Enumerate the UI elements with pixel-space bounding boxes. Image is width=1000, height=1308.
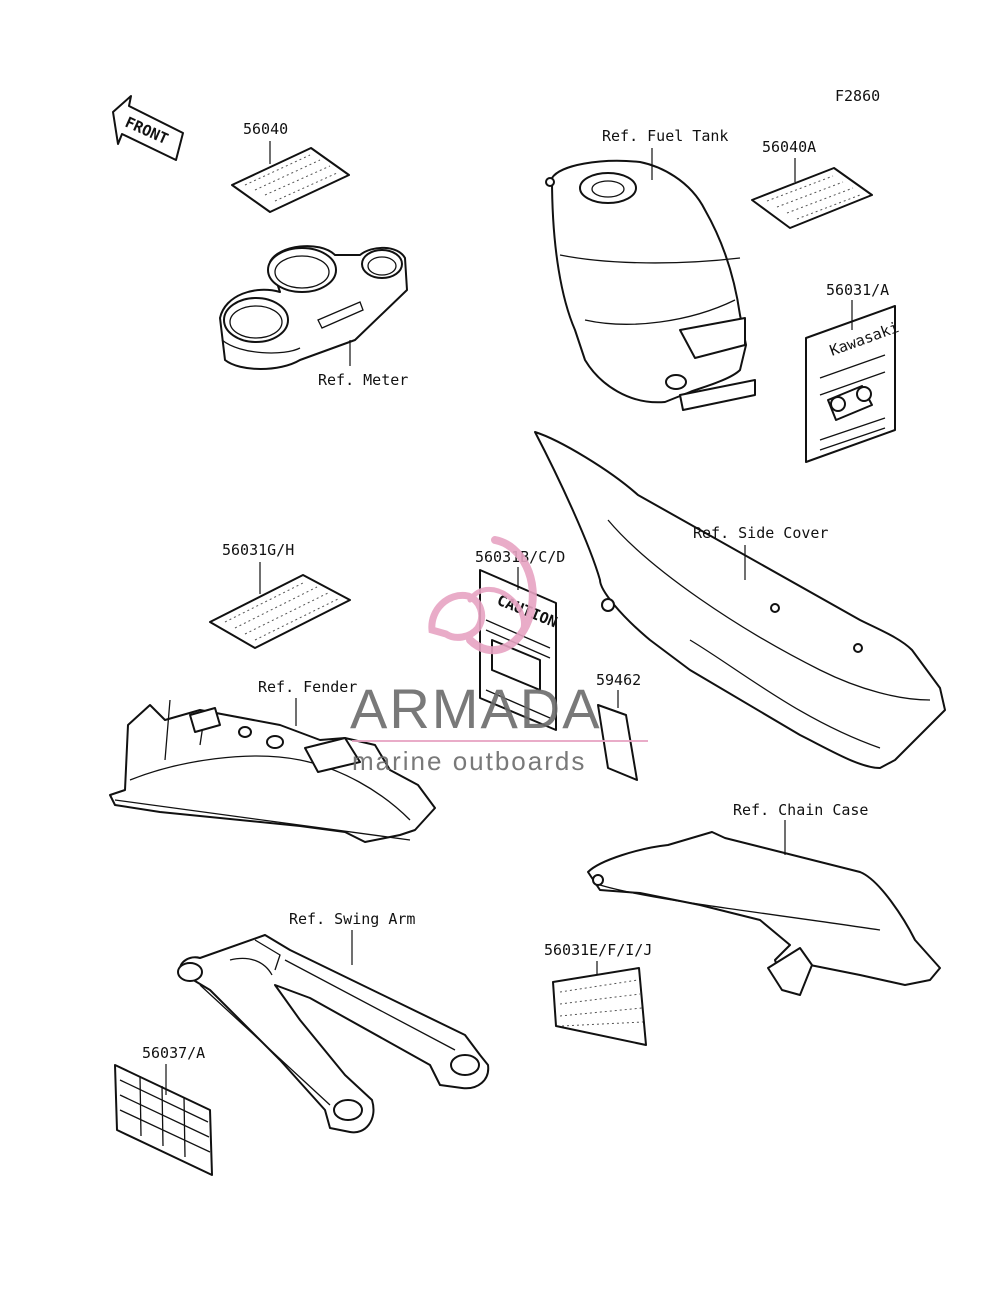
decal-56031gh	[209, 574, 351, 649]
watermark-brand: ARMADA	[350, 677, 602, 740]
decal-56037a	[114, 1064, 213, 1176]
label-side-cover: Ref. Side Cover	[693, 524, 828, 542]
label-59462: 59462	[596, 671, 641, 689]
decal-56031efij	[552, 967, 647, 1046]
rear-fender	[109, 699, 436, 843]
chain-case	[587, 831, 941, 996]
label-meter: Ref. Meter	[318, 371, 408, 389]
label-swing-arm: Ref. Swing Arm	[289, 910, 415, 928]
label-chain-case: Ref. Chain Case	[733, 801, 868, 819]
side-cover	[534, 431, 946, 769]
decal-59462	[597, 704, 638, 781]
label-56031a: 56031/A	[826, 281, 889, 299]
armada-watermark: ARMADA marine outboards	[350, 536, 648, 776]
front-arrow-icon: FRONT	[112, 95, 184, 161]
label-fender: Ref. Fender	[258, 678, 357, 696]
label-56031gh: 56031G/H	[222, 541, 294, 559]
figure-id: F2860	[835, 87, 880, 105]
decal-56040a	[751, 167, 873, 229]
swing-arm	[177, 934, 490, 1134]
decal-56031bcd: CAUTION	[479, 569, 560, 731]
fuel-tank	[545, 159, 756, 411]
label-fuel-tank: Ref. Fuel Tank	[602, 127, 728, 145]
decal-56031a: Kawasaki	[805, 305, 901, 463]
watermark-tagline: marine outboards	[352, 746, 586, 776]
label-56040: 56040	[243, 120, 288, 138]
watermark-logo-icon	[428, 536, 537, 655]
meter-housing	[219, 245, 408, 370]
label-56031efij: 56031E/F/I/J	[544, 941, 652, 959]
label-56037a: 56037/A	[142, 1044, 205, 1062]
decal-56040	[231, 147, 350, 213]
label-56040a: 56040A	[762, 138, 816, 156]
